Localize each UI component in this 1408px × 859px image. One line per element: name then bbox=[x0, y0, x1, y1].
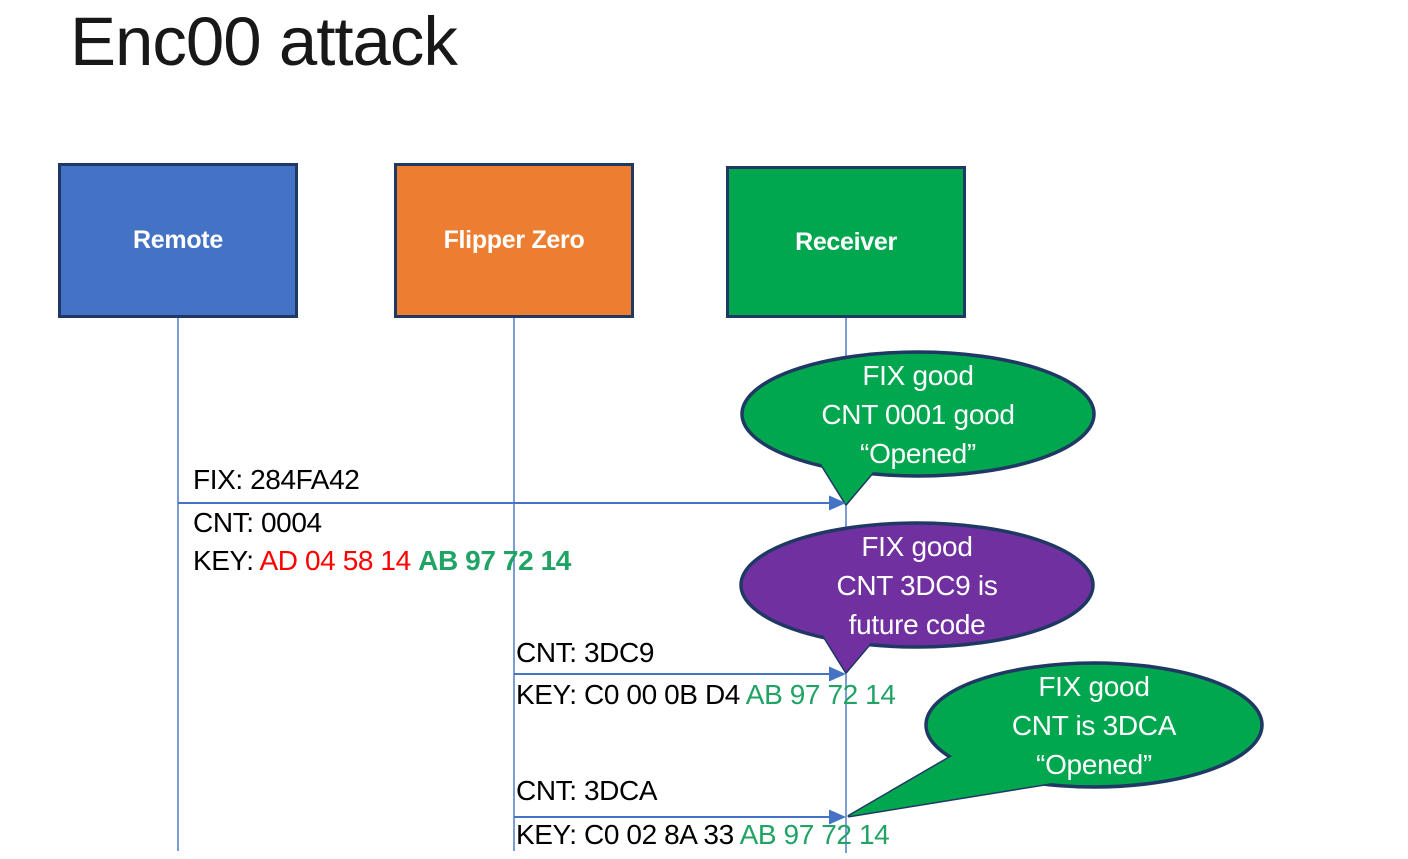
bubble-2-ellipse bbox=[739, 521, 1095, 649]
key-fixed-bytes: AB 97 72 14 bbox=[418, 545, 571, 576]
bubble-line: “Opened” bbox=[1036, 749, 1152, 780]
actor-box-flipper-zero: Flipper Zero bbox=[394, 163, 634, 318]
key-changing-bytes: AD 04 58 14 bbox=[259, 545, 419, 576]
bubble-2-text: FIX good CNT 3DC9 is future code bbox=[741, 527, 1093, 644]
message-arrow-3 bbox=[514, 809, 846, 825]
message-1-fix-label: FIX: 284FA42 bbox=[193, 464, 360, 495]
bubble-1-tail-merge bbox=[810, 446, 884, 504]
message-3-cnt-label: CNT: 3DCA bbox=[516, 775, 658, 806]
bubble-1-text: FIX good CNT 0001 good “Opened” bbox=[742, 356, 1094, 473]
bubble-line: CNT 3DC9 is bbox=[836, 570, 998, 601]
bubble-1-ellipse bbox=[740, 350, 1096, 478]
key-fixed-bytes: AB 97 72 14 bbox=[745, 679, 896, 710]
bubble-3-text: FIX good CNT is 3DCA “Opened” bbox=[934, 667, 1254, 784]
message-3-key-label: KEY: C0 02 8A 33 AB 97 72 14 bbox=[516, 819, 890, 851]
bubble-3-tail-merge bbox=[849, 737, 1052, 816]
key-prefix: KEY: C0 00 0B D4 bbox=[516, 679, 746, 710]
speech-bubble-3 bbox=[847, 661, 1264, 818]
bubble-2-tail-merge bbox=[810, 614, 884, 672]
bubble-line: “Opened” bbox=[860, 438, 976, 469]
speech-bubble-1 bbox=[740, 350, 1096, 506]
key-fixed-bytes: AB 97 72 14 bbox=[739, 819, 890, 850]
bubble-line: FIX good bbox=[862, 360, 974, 391]
bubble-line: CNT is 3DCA bbox=[1011, 710, 1177, 741]
message-arrow-1 bbox=[178, 495, 846, 511]
slide-title: Enc00 attack bbox=[70, 3, 458, 80]
bubble-line: FIX good bbox=[861, 531, 973, 562]
actor-box-receiver: Receiver bbox=[726, 166, 966, 318]
bubble-line: future code bbox=[848, 609, 986, 640]
key-prefix: KEY: bbox=[193, 545, 260, 576]
bubble-line: FIX good bbox=[1038, 671, 1150, 702]
message-arrow-1-head bbox=[829, 495, 846, 511]
actor-label-flipper-zero: Flipper Zero bbox=[443, 226, 585, 254]
key-prefix: KEY: C0 02 8A 33 bbox=[516, 819, 740, 850]
actor-label-remote: Remote bbox=[133, 226, 223, 254]
message-1-key-label: KEY: AD 04 58 14 AB 97 72 14 bbox=[193, 545, 571, 577]
message-arrow-2-head bbox=[829, 666, 846, 682]
message-2-key-label: KEY: C0 00 0B D4 AB 97 72 14 bbox=[516, 679, 896, 711]
actor-label-receiver: Receiver bbox=[795, 227, 897, 256]
actor-box-remote: Remote bbox=[58, 163, 298, 318]
bubble-line: CNT 0001 good bbox=[821, 399, 1015, 430]
message-arrow-3-head bbox=[829, 809, 846, 825]
message-arrow-2 bbox=[514, 666, 846, 682]
message-1-cnt-label: CNT: 0004 bbox=[193, 507, 322, 538]
message-2-cnt-label: CNT: 3DC9 bbox=[516, 637, 654, 668]
speech-bubble-2 bbox=[739, 521, 1095, 674]
